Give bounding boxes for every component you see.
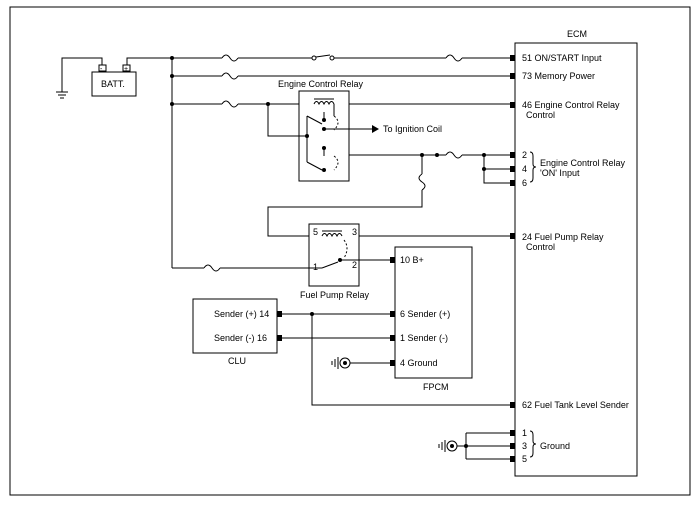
ecm-pin-73 <box>510 73 515 79</box>
ecm-label-g3: 3 <box>522 441 527 451</box>
fuse-ecr-out <box>445 151 463 159</box>
ignition-arrow-head <box>372 125 379 133</box>
battery-ground-wire <box>61 57 103 92</box>
engine-control-relay-title: Engine Control Relay <box>278 79 364 89</box>
fpcm-label-1: 1 Sender (-) <box>400 333 448 343</box>
fpcm-pin-6 <box>390 311 395 317</box>
fpcm-label-6: 6 Sender (+) <box>400 309 450 319</box>
battery-pos-sign: + <box>124 66 128 73</box>
ecm-label-46b: Control <box>526 110 555 120</box>
ecm-label-2: 2 <box>522 150 527 160</box>
fpr-pin-3: 3 <box>352 227 357 237</box>
ecm-label-51: 51 ON/START Input <box>522 53 602 63</box>
fuse-51-b <box>445 54 463 62</box>
wire-to-ecm62 <box>311 314 510 406</box>
ecm-label-24b: Control <box>526 242 555 252</box>
fpr-pin-5: 5 <box>313 227 318 237</box>
clu-title: CLU <box>228 356 246 366</box>
ecm-ground-circle <box>446 440 458 452</box>
to-ignition-coil-label: To Ignition Coil <box>383 124 442 134</box>
battery-ground-symbol <box>56 91 68 99</box>
fuel-pump-relay-title: Fuel Pump Relay <box>300 290 370 300</box>
ecm-label-4: 4 <box>522 164 527 174</box>
ecm-label-62: 62 Fuel Tank Level Sender <box>522 400 629 410</box>
clu-pin-14 <box>277 311 282 317</box>
ecr-upper-blade <box>306 115 323 125</box>
ecm-label-on-a: Engine Control Relay <box>540 158 626 168</box>
ecm-label-46a: 46 Engine Control Relay <box>522 100 620 110</box>
ecm-pin-51 <box>510 55 515 61</box>
fpcm-title: FPCM <box>423 382 449 392</box>
fpcm-ground-dot <box>343 361 347 365</box>
battery-pos-wire <box>126 57 172 65</box>
battery-box <box>91 71 137 97</box>
switch-51-a <box>311 55 317 61</box>
node-ecr-out-2 <box>435 153 439 157</box>
ecr-feed-left <box>267 104 308 137</box>
ecm-brace-ground <box>529 430 537 458</box>
switch-51-b <box>329 55 335 61</box>
fpr-coil <box>321 233 343 238</box>
wire-down-fpr-b <box>267 190 423 237</box>
ecm-box <box>514 42 638 477</box>
fpcm-ground-symbol <box>331 357 339 369</box>
battery-label: BATT. <box>101 79 125 89</box>
ecm-pin-6 <box>510 180 515 186</box>
diagram-frame <box>9 6 691 496</box>
fuse-51-a <box>221 54 239 62</box>
clu-box <box>192 298 278 354</box>
ecm-pin-g1 <box>510 430 515 436</box>
ecm-pin-24 <box>510 233 515 239</box>
ecr-actuator <box>333 115 339 171</box>
ecm-pin-46 <box>510 102 515 108</box>
ecm-title: ECM <box>567 29 587 39</box>
ecm-brace-246 <box>529 151 537 183</box>
fpcm-ground-circle <box>339 357 351 369</box>
ecm-label-on-b: 'ON' Input <box>540 168 580 178</box>
clu-pin-16 <box>277 335 282 341</box>
fpcm-pin-10 <box>390 257 395 263</box>
fpcm-box <box>394 246 473 379</box>
clu-label-16: Sender (-) 16 <box>214 333 267 343</box>
fpcm-label-4: 4 Ground <box>400 358 438 368</box>
ecr-coil <box>313 101 335 106</box>
fuse-bus-fpr <box>203 264 221 272</box>
wire-246-vert <box>483 155 510 184</box>
ecr-lower-blade <box>306 161 323 171</box>
clu-label-14: Sender (+) 14 <box>214 309 269 319</box>
fpcm-label-10: 10 B+ <box>400 255 424 265</box>
ecm-ground-dot <box>450 444 454 448</box>
fuse-73 <box>221 72 239 80</box>
fpcm-pin-4 <box>390 360 395 366</box>
fpr-pin-2: 2 <box>352 260 357 270</box>
ecm-label-73: 73 Memory Power <box>522 71 595 81</box>
fuel-pump-relay-box <box>308 223 360 287</box>
ecm-pin-g3 <box>510 443 515 449</box>
ecm-label-ground: Ground <box>540 441 570 451</box>
ecm-label-g1: 1 <box>522 428 527 438</box>
fpr-pin-1: 1 <box>313 262 318 272</box>
ecm-ground-symbol <box>438 440 446 452</box>
fpr-switch-blade <box>321 261 339 269</box>
fuse-down-fpr <box>418 173 426 191</box>
fpcm-pin-1 <box>390 335 395 341</box>
fpr-actuator <box>343 239 348 259</box>
ecm-pin-62 <box>510 402 515 408</box>
ecm-pin-4 <box>510 166 515 172</box>
ecm-label-24a: 24 Fuel Pump Relay <box>522 232 604 242</box>
ecm-label-6: 6 <box>522 178 527 188</box>
ecm-pin-2 <box>510 152 515 158</box>
switch-51-blade <box>315 54 331 58</box>
ecm-label-g5: 5 <box>522 454 527 464</box>
ecr-lower-contact <box>322 168 326 172</box>
ecm-pin-g5 <box>510 456 515 462</box>
fuse-46 <box>221 100 239 108</box>
battery-neg-sign: - <box>100 66 103 73</box>
